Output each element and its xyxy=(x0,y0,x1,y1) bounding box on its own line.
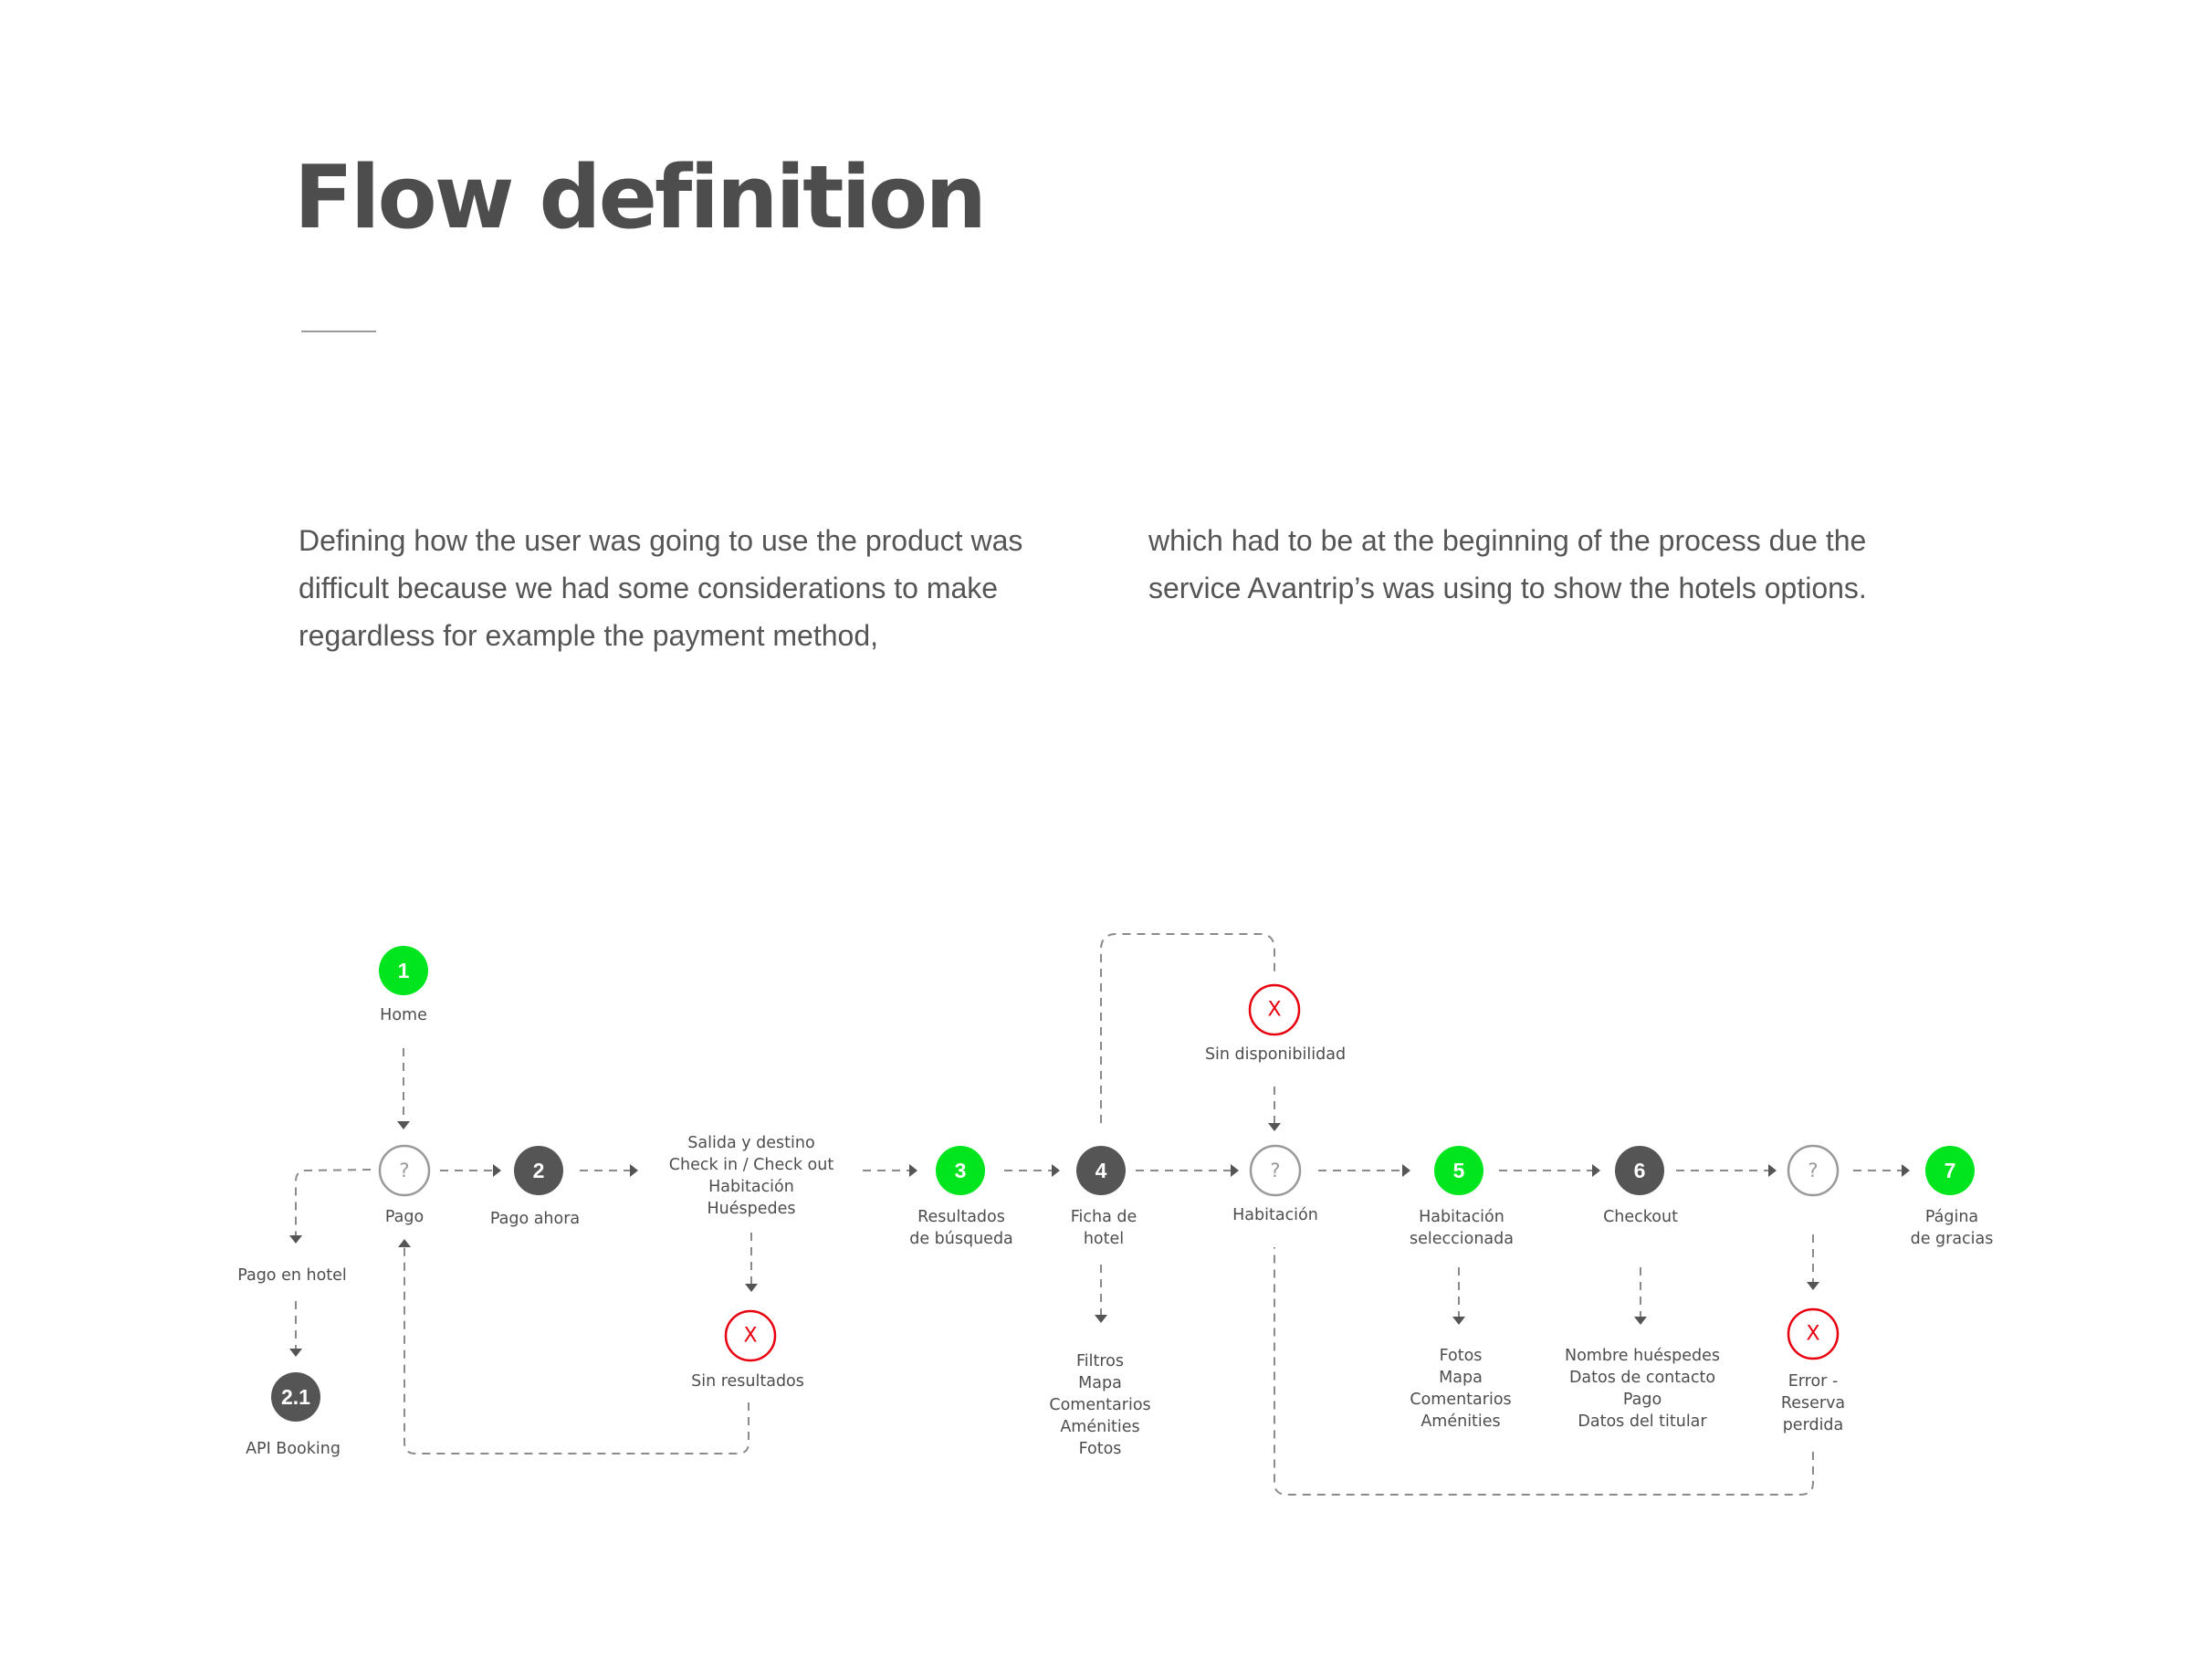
step-2-1-label: API Booking xyxy=(246,1440,341,1458)
step-7-label-line: de gracias xyxy=(1911,1230,1994,1248)
step-4-label-line: Ficha de xyxy=(1071,1208,1137,1226)
error-sin-resultados-node: X xyxy=(724,1309,777,1362)
step-2-number: 2 xyxy=(533,1159,545,1182)
error-sin-resultados-label: Sin resultados xyxy=(691,1372,804,1391)
arrow-right-icon xyxy=(1231,1164,1239,1177)
arrow-down-icon xyxy=(745,1284,758,1292)
step-5-node: 5 xyxy=(1434,1146,1483,1195)
error-reserva-label-line: perdida xyxy=(1783,1416,1844,1434)
intro-paragraph-left: Defining how the user was going to use t… xyxy=(299,524,1023,652)
step-7-node: 7 xyxy=(1925,1146,1975,1195)
error-sin-disponibilidad-label: Sin disponibilidad xyxy=(1205,1045,1346,1064)
step-6-number: 6 xyxy=(1634,1159,1646,1182)
error-x-icon: X xyxy=(1267,999,1281,1022)
step-2-1-number: 2.1 xyxy=(281,1385,310,1409)
arrow-right-icon xyxy=(909,1164,917,1177)
step-5-label-line: seleccionada xyxy=(1410,1230,1514,1248)
connector-error-loop-to-habitacion xyxy=(1274,1247,1814,1496)
hotel-detail-item: Filtros xyxy=(1076,1352,1124,1370)
arrow-right-icon xyxy=(1052,1164,1060,1177)
arrow-down-icon xyxy=(397,1121,410,1129)
room-detail-item: Mapa xyxy=(1439,1369,1483,1387)
step-3-number: 3 xyxy=(955,1159,967,1182)
room-detail-item: Aménities xyxy=(1420,1412,1500,1431)
step-3-label-line: de búsqueda xyxy=(909,1230,1013,1248)
hotel-detail-item: Fotos xyxy=(1079,1440,1122,1458)
error-reserva-label-line: Reserva xyxy=(1781,1394,1845,1412)
connector-step-4-loop-to-sin-disponibilidad xyxy=(1100,933,1275,1123)
arrow-right-icon xyxy=(1592,1164,1600,1177)
step-7-number: 7 xyxy=(1945,1159,1956,1182)
question-icon: ? xyxy=(399,1160,409,1181)
arrow-down-icon xyxy=(1452,1317,1465,1325)
step-5-number: 5 xyxy=(1453,1159,1465,1182)
connectors xyxy=(289,933,1910,1496)
search-fields-list: Salida y destino Check in / Check out Ha… xyxy=(669,1134,834,1218)
hotel-details-list: Filtros Mapa Comentarios Aménities Fotos xyxy=(1049,1352,1150,1458)
step-7-label-line: Página xyxy=(1925,1208,1978,1226)
arrow-down-icon xyxy=(1268,1123,1281,1131)
connector-sin-resultados-loop-to-pago xyxy=(404,1247,750,1454)
step-3-label-line: Resultados xyxy=(917,1208,1005,1226)
arrow-right-icon xyxy=(493,1164,501,1177)
step-5-label-line: Habitación xyxy=(1419,1208,1504,1226)
decision-habitacion-node: ? xyxy=(1249,1144,1302,1197)
question-icon: ? xyxy=(1270,1160,1280,1181)
decision-final-node: ? xyxy=(1787,1144,1840,1197)
arrow-down-icon xyxy=(1095,1315,1107,1323)
room-detail-item: Comentarios xyxy=(1410,1391,1511,1409)
step-2-1-node: 2.1 xyxy=(271,1372,320,1422)
title-divider xyxy=(301,331,376,332)
intro-paragraph-right: which had to be at the beginning of the … xyxy=(1148,524,1867,604)
checkout-field-item: Pago xyxy=(1623,1391,1662,1409)
step-1-node: 1 xyxy=(379,946,428,995)
error-reserva-node: X xyxy=(1787,1307,1840,1360)
step-4-label-line: hotel xyxy=(1084,1230,1124,1248)
hotel-detail-item: Comentarios xyxy=(1049,1396,1150,1414)
decision-pago-node: ? xyxy=(378,1144,431,1197)
search-field-item: Habitación xyxy=(708,1178,794,1196)
arrow-down-icon xyxy=(289,1349,302,1357)
step-4-number: 4 xyxy=(1096,1159,1107,1182)
error-sin-disponibilidad-node: X xyxy=(1248,983,1301,1036)
arrow-down-icon xyxy=(289,1235,302,1244)
arrow-down-icon xyxy=(1634,1317,1647,1325)
error-x-icon: X xyxy=(743,1325,757,1348)
arrow-right-icon xyxy=(1768,1164,1777,1177)
step-6-label: Checkout xyxy=(1603,1208,1678,1226)
decision-habitacion-label: Habitación xyxy=(1232,1206,1318,1224)
step-2-node: 2 xyxy=(514,1146,563,1195)
decision-pago-label: Pago xyxy=(385,1208,424,1226)
checkout-field-item: Nombre huéspedes xyxy=(1565,1347,1720,1365)
step-1-label: Home xyxy=(380,1006,427,1024)
search-field-item: Salida y destino xyxy=(687,1134,814,1152)
step-4-node: 4 xyxy=(1076,1146,1126,1195)
error-reserva-label-line: Error - xyxy=(1788,1372,1839,1391)
step-6-node: 6 xyxy=(1615,1146,1664,1195)
connector-pago-to-pago-en-hotel xyxy=(295,1169,372,1235)
hotel-detail-item: Aménities xyxy=(1060,1418,1139,1436)
arrow-right-icon xyxy=(1902,1164,1910,1177)
room-detail-item: Fotos xyxy=(1440,1347,1483,1365)
arrow-right-icon xyxy=(1402,1164,1410,1177)
search-field-item: Huéspedes xyxy=(707,1200,795,1218)
arrow-right-icon xyxy=(630,1164,638,1177)
checkout-fields-list: Nombre huéspedes Datos de contacto Pago … xyxy=(1565,1347,1720,1431)
error-x-icon: X xyxy=(1806,1323,1819,1346)
search-field-item: Check in / Check out xyxy=(669,1156,834,1174)
checkout-field-item: Datos de contacto xyxy=(1569,1369,1715,1387)
step-2-label: Pago ahora xyxy=(490,1210,580,1228)
arrow-down-icon xyxy=(1807,1282,1819,1290)
arrow-up-icon xyxy=(398,1239,411,1247)
hotel-detail-item: Mapa xyxy=(1078,1374,1122,1392)
step-1-number: 1 xyxy=(398,959,410,982)
checkout-field-item: Datos del titular xyxy=(1578,1412,1707,1431)
page-title: Flow definition xyxy=(294,148,987,248)
pago-en-hotel-label: Pago en hotel xyxy=(237,1266,347,1285)
room-details-list: Fotos Mapa Comentarios Aménities xyxy=(1410,1347,1511,1431)
question-icon: ? xyxy=(1808,1160,1818,1181)
step-3-node: 3 xyxy=(936,1146,985,1195)
